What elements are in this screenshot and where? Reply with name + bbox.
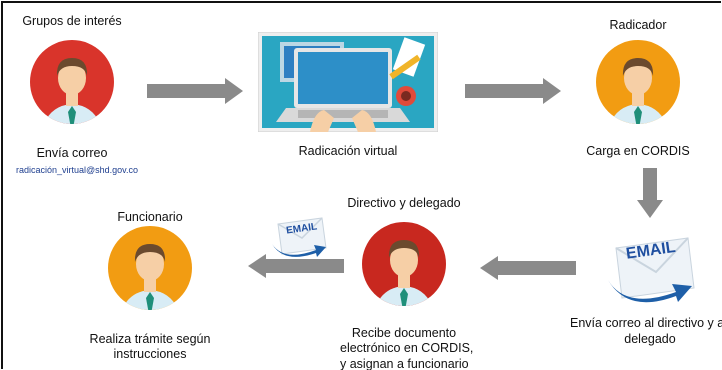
funcionario-caption-1: Realiza trámite según <box>89 332 211 346</box>
directivo-title: Directivo y delegado <box>347 196 461 210</box>
email-envelope-icon: EMAIL <box>608 237 695 303</box>
arrow-left-1 <box>480 256 576 280</box>
funcionario-caption-2: instrucciones <box>113 347 187 361</box>
directivo-caption-1: Recibe documento <box>351 326 457 340</box>
arrow-left-2 <box>248 254 344 278</box>
arrow-right-1 <box>147 78 243 104</box>
avatar-radicador <box>596 40 680 124</box>
grupos-email-address: radicación_virtual@shd.gov.co <box>15 165 139 175</box>
radicacion-caption: Radicación virtual <box>298 144 398 158</box>
avatar-directivo <box>362 222 446 306</box>
avatar-grupos <box>30 40 114 124</box>
arrow-down <box>637 168 663 218</box>
envia-directivo-caption-1: Envía correo al directivo y al <box>570 316 722 330</box>
directivo-caption-3: y asignan a funcionario <box>340 357 468 370</box>
grupos-caption: Envía correo <box>36 146 108 160</box>
funcionario-title: Funcionario <box>117 210 183 224</box>
radicador-caption: Carga en CORDIS <box>586 144 690 158</box>
avatar-funcionario <box>108 226 192 310</box>
directivo-caption-2: electrónico en CORDIS, <box>340 341 474 355</box>
email-word-large: EMAIL <box>625 239 677 263</box>
email-small-icon: EMAIL <box>272 217 327 257</box>
grupos-title: Grupos de interés <box>22 14 122 28</box>
arrow-right-2 <box>465 78 561 104</box>
laptop-scene <box>258 32 438 132</box>
email-word-small: EMAIL <box>286 221 318 236</box>
radicador-title: Radicador <box>609 18 667 32</box>
envia-directivo-caption-2: delegado <box>624 332 676 346</box>
